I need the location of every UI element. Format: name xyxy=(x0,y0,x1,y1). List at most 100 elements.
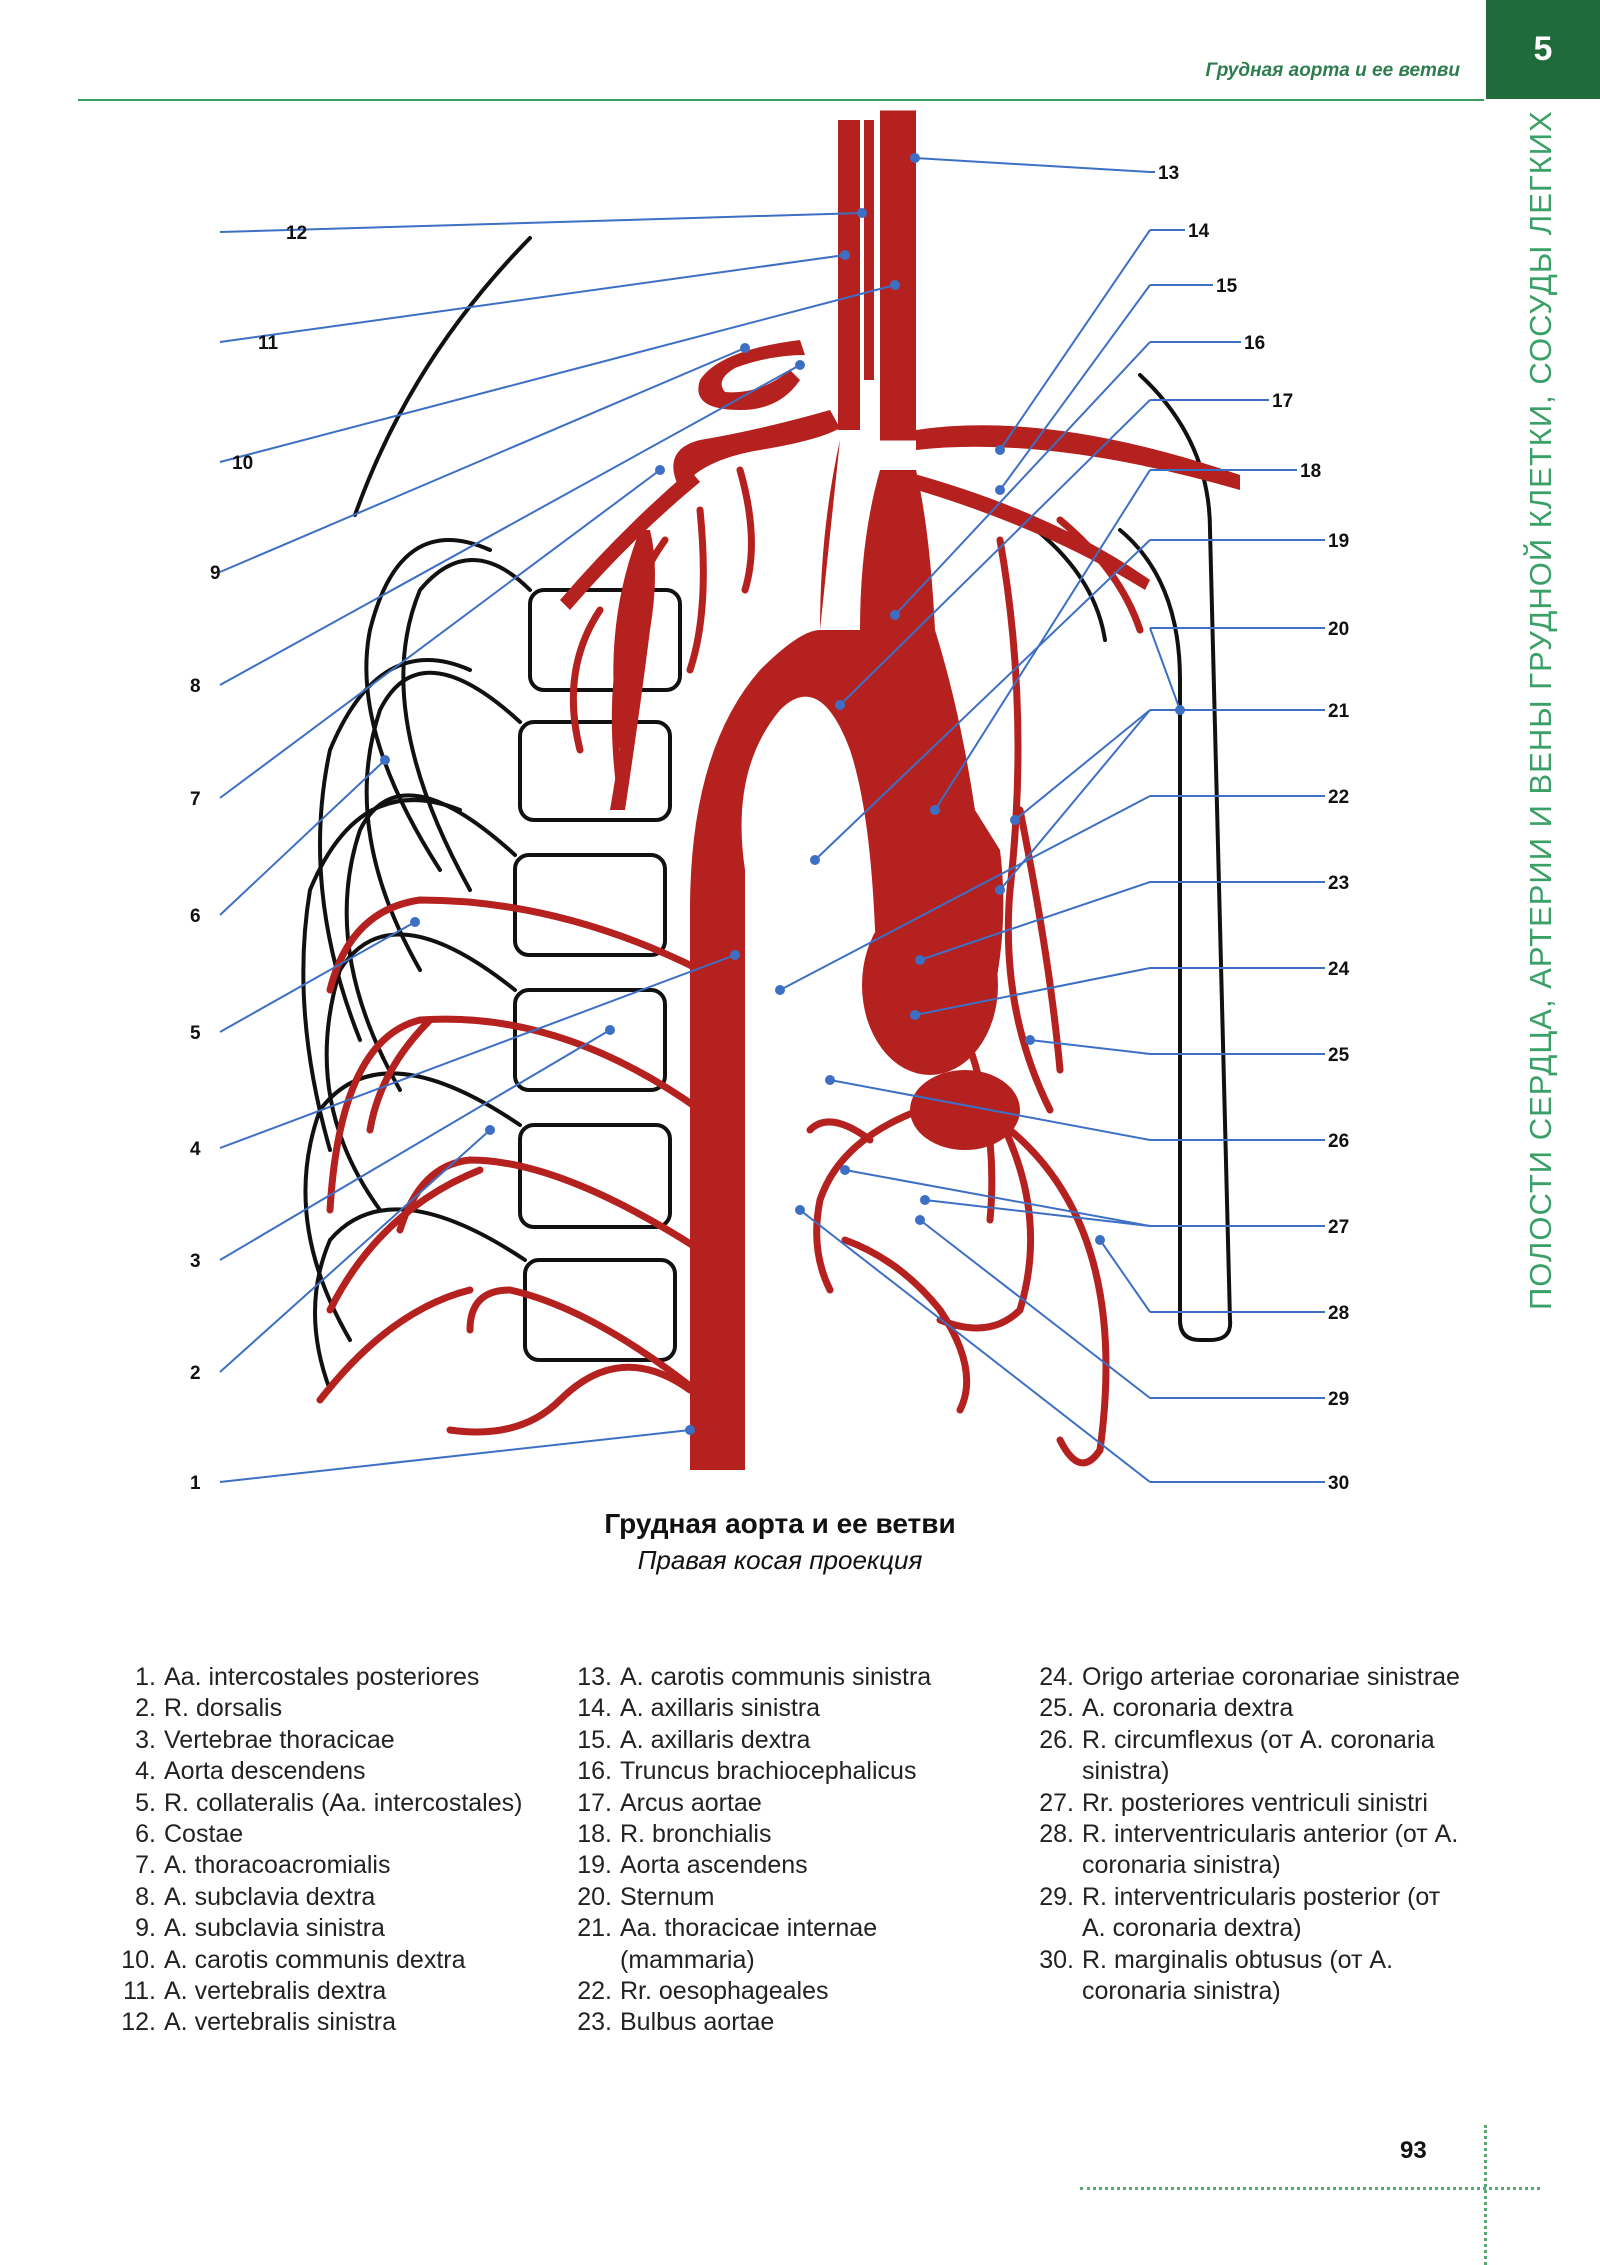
rib xyxy=(301,798,462,1152)
label-24: 24 xyxy=(1328,959,1350,980)
label-27: 27 xyxy=(1328,1217,1349,1238)
legend-item: 4.Aorta descendens xyxy=(112,1756,532,1787)
legend-item: 8. A. subclavia dextra xyxy=(112,1882,532,1913)
footer-dotted-vertical xyxy=(1484,2125,1487,2265)
legend-number: 12. xyxy=(121,2008,156,2037)
figure-caption-title: Грудная аорта и ее ветви xyxy=(604,1508,956,1539)
legend-number: 19. xyxy=(577,1851,612,1880)
label-17: 17 xyxy=(1272,391,1293,412)
legend-number: 10. xyxy=(121,1945,156,1974)
thoracica-interna xyxy=(996,536,1054,1114)
intercostal-artery xyxy=(446,1363,694,1436)
aortic-arch xyxy=(690,440,1004,1470)
legend-item: 29.R. interventricularis posterior (от A… xyxy=(1026,1882,1466,1945)
outline-group xyxy=(301,236,1233,1392)
legend-item: 25.A. coronaria dextra xyxy=(1026,1693,1466,1724)
legend-text: A. subclavia sinistra xyxy=(164,1914,385,1943)
legend-number: 8. xyxy=(135,1882,156,1911)
legend-item: 19. Aorta ascendens xyxy=(568,1850,998,1881)
intercostal-artery xyxy=(326,896,704,994)
coronaria-dextra xyxy=(936,1106,1035,1332)
legend-text: A. vertebralis sinistra xyxy=(164,2008,397,2037)
label-6: 6 xyxy=(190,906,201,927)
legend-item: 3. Vertebrae thoracicae xyxy=(112,1725,532,1756)
label-14: 14 xyxy=(1188,221,1210,242)
axillaris-dextra xyxy=(900,470,1150,590)
thoracic-branch xyxy=(736,466,755,594)
label-13: 13 xyxy=(1158,163,1179,184)
legend-number: 14. xyxy=(577,1694,612,1723)
brachiocephalic-loop xyxy=(698,340,805,410)
legend-item: 7.A. thoracoacromialis xyxy=(112,1850,532,1881)
legend-text: Vertebrae thoracicae xyxy=(164,1725,395,1754)
subclavia-sinistra xyxy=(916,425,1240,490)
label-10: 10 xyxy=(232,453,253,474)
legend-item: 15.A. axillaris dextra xyxy=(568,1725,998,1756)
legend-number: 28. xyxy=(1039,1820,1074,1849)
legend-text: Bulbus aortae xyxy=(620,2008,775,2037)
label-21: 21 xyxy=(1328,701,1350,722)
vertebra xyxy=(513,853,667,957)
thin-artery-group xyxy=(316,466,1144,1467)
legend-text: A. subclavia dextra xyxy=(164,1882,376,1911)
legend-text: Aorta descendens xyxy=(164,1757,366,1786)
label-19: 19 xyxy=(1328,531,1349,552)
label-26: 26 xyxy=(1328,1131,1349,1152)
legend-item: 17.Arcus aortae xyxy=(568,1788,998,1819)
thoracic-branch xyxy=(1056,516,1144,634)
coronaria-sinistra xyxy=(1006,1126,1110,1467)
bulbus-aortae xyxy=(862,895,998,1075)
legend-number: 2. xyxy=(135,1694,156,1723)
legend-text: R. marginalis obtusus (от A. coronaria s… xyxy=(1082,1945,1394,2006)
intercostal-artery xyxy=(326,1166,484,1314)
legend-text: R. collateralis (Aa. intercostales) xyxy=(164,1788,523,1817)
figure-caption-subtitle: Правая косая проекция xyxy=(637,1545,923,1575)
carotis-communis-sinistra xyxy=(880,110,916,441)
rib xyxy=(364,670,522,972)
intercostal-artery xyxy=(396,1156,704,1254)
vertebra xyxy=(518,1123,672,1229)
legend-number: 3. xyxy=(135,1725,156,1754)
legend-text: A. axillaris sinistra xyxy=(620,1694,821,1723)
rib xyxy=(318,658,472,1042)
label-3: 3 xyxy=(190,1251,201,1272)
thoracic-branch xyxy=(686,506,707,674)
label-22: 22 xyxy=(1328,787,1349,808)
legend-item: 23.Bulbus aortae xyxy=(568,2007,998,2038)
label-12: 12 xyxy=(286,223,307,244)
legend-item: 21.Aa. thoracicae internae (mammaria) xyxy=(568,1913,998,1976)
legend-text: R. interventricularis anterior (от A. co… xyxy=(1082,1820,1459,1880)
thoracic-branch xyxy=(569,606,604,754)
legend-text: A. coronaria dextra xyxy=(1082,1694,1294,1723)
legend-item: 13.A. carotis communis sinistra xyxy=(568,1662,998,1693)
legend-text: A. carotis communis dextra xyxy=(164,1945,466,1974)
legend-item: 16.Truncus brachiocephalicus xyxy=(568,1756,998,1787)
leader-lines xyxy=(219,153,1185,1483)
legend-text: Aorta ascendens xyxy=(620,1851,808,1880)
legend-item: 5. R. collateralis (Aa. intercostales) xyxy=(112,1788,532,1819)
header-rule xyxy=(78,99,1484,101)
legend-number: 6. xyxy=(135,1820,156,1849)
legend-item: 28. R. interventricularis anterior (от A.… xyxy=(1026,1819,1466,1882)
right-leader-ticks xyxy=(1150,171,1325,1483)
label-30: 30 xyxy=(1328,1473,1349,1494)
legend-number: 15. xyxy=(577,1725,612,1754)
legend-text: Rr. oesophageales xyxy=(620,1977,829,2006)
subclavia-dextra xyxy=(673,410,840,490)
label-18: 18 xyxy=(1300,461,1321,482)
page-number: 93 xyxy=(1400,2137,1427,2164)
label-9: 9 xyxy=(210,563,221,584)
clavicle-outline xyxy=(353,236,532,517)
legend-text: R. bronchialis xyxy=(620,1820,772,1849)
legend-item: 1.Aa. intercostales posteriores xyxy=(112,1662,532,1693)
label-2: 2 xyxy=(190,1363,201,1384)
legend-number: 24. xyxy=(1039,1663,1074,1691)
legend-text: Arcus aortae xyxy=(620,1788,762,1817)
legend-number: 21. xyxy=(577,1914,612,1943)
legend-number: 5. xyxy=(135,1788,156,1817)
legend-number: 26. xyxy=(1039,1725,1074,1754)
rib xyxy=(313,1207,527,1392)
legend-item: 10. A. carotis communis dextra xyxy=(112,1945,532,1976)
legend-text: R. interventricularis posterior (от A. c… xyxy=(1082,1882,1441,1943)
